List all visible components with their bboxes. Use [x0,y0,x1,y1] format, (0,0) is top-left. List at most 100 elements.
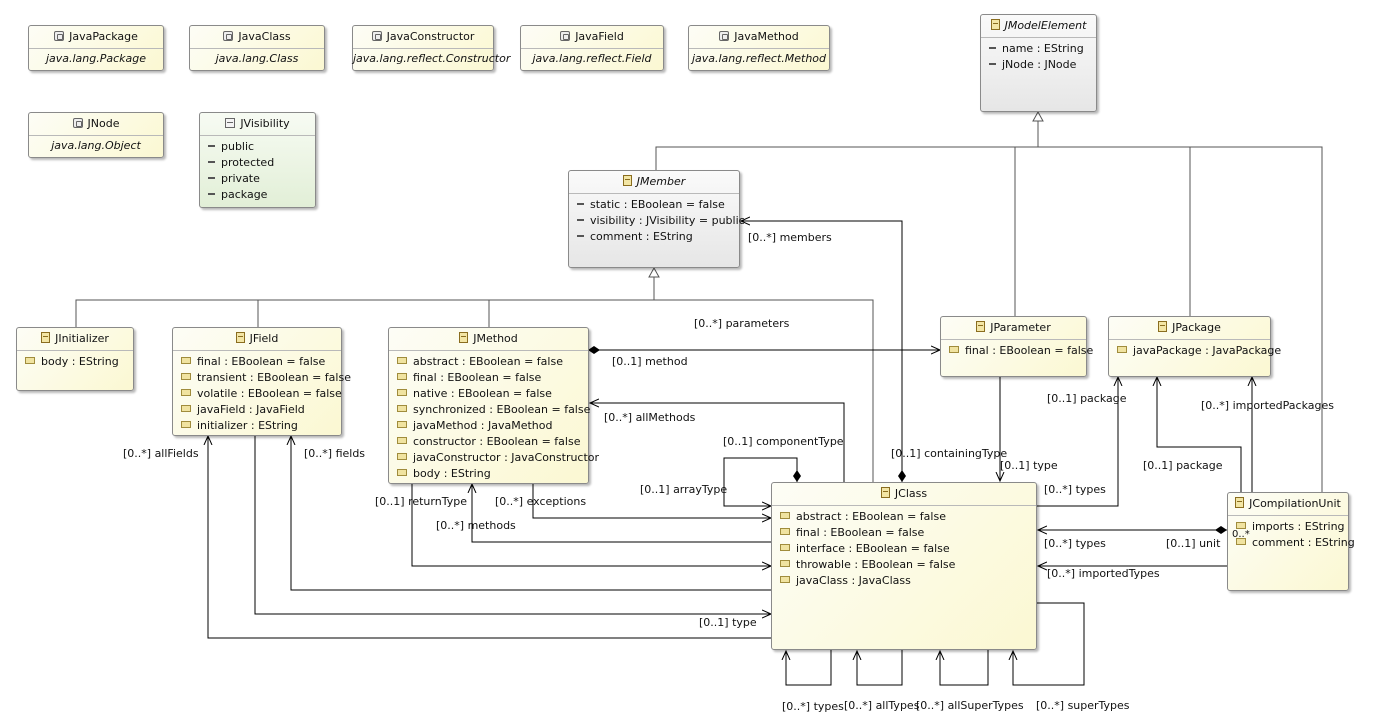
class-jinitializer[interactable]: JInitializer body : EString [16,327,134,391]
class-jpackage[interactable]: JPackage javaPackage : JavaPackage [1108,316,1281,377]
label-param-type: [0..1] type [1000,459,1058,472]
class-attribute: synchronized : EBoolean = false [397,402,590,418]
assoc-members [741,221,902,482]
class-jmember[interactable]: JMember static : EBoolean = false visibi… [568,170,745,268]
datatype-instance: java.lang.reflect.Method [691,52,827,65]
assoc-allfields [208,436,771,639]
class-name: JMember [636,175,686,188]
class-attribute: native : EBoolean = false [397,386,588,402]
class-attribute: initializer : EString [181,418,341,434]
assoc-field-type [254,436,771,614]
class-jcompilationunit[interactable]: JCompilationUnit imports : EString comme… [1227,492,1355,591]
class-name: JMethod [473,332,518,345]
inherit-arrow-jmember [648,266,660,278]
assoc-package-types [1037,377,1118,507]
class-jclass[interactable]: JClass abstract : EBoolean = false final… [771,482,1037,650]
datatype-icon [371,31,382,41]
class-name: JParameter [990,321,1051,334]
datatype-jnode[interactable]: JNode java.lang.Object [28,112,164,158]
enum-literal: public [208,139,315,155]
class-attribute: final : EBoolean = false [949,343,1093,359]
datatype-instance: java.lang.Class [215,52,299,65]
class-attribute: final : EBoolean = false [181,354,341,370]
enum-literal: package [208,187,315,203]
label-cu-package: [0..1] package [1143,459,1223,472]
label-types-self: [0..*] types [782,700,844,713]
class-attribute: static : EBoolean = false [577,197,739,213]
label-cu-types: [0..*] types [1044,537,1106,550]
datatype-javafield[interactable]: JavaField java.lang.reflect.Field [520,25,664,71]
class-name: JPackage [1172,321,1221,334]
abstract-class-icon [990,19,1000,30]
class-attribute: imports : EString [1236,519,1348,535]
enum-literal: private [208,171,315,187]
enum-literal: protected [208,155,315,171]
class-icon [1158,321,1168,332]
datatype-name: JNode [87,117,120,130]
class-jfield[interactable]: JField final : EBoolean = false transien… [172,327,351,436]
datatype-javamethod[interactable]: JavaMethod java.lang.reflect.Method [688,25,830,71]
class-attribute: javaField : JavaField [181,402,341,418]
label-arraytype: [0..1] arrayType [640,483,728,496]
assoc-exceptions [532,484,771,518]
enum-jvisibility[interactable]: JVisibility public protected private pac… [199,112,316,208]
label-allfields: [0..*] allFields [123,447,199,460]
class-icon [880,487,890,498]
datatype-instance: java.lang.Object [51,139,141,152]
class-jmodelelement[interactable]: JModelElement name : EString jNode : JNo… [980,14,1097,112]
label-containingtype: [0..1] containingType [891,447,1008,460]
class-attribute: final : EBoolean = false [397,370,588,386]
datatype-javapackage[interactable]: JavaPackage java.lang.Package [28,25,164,71]
label-field-type: [0..1] type [699,616,757,629]
class-jmethod[interactable]: JMethod abstract : EBoolean = false fina… [388,327,599,484]
enum-icon [225,118,236,128]
class-attribute: body : EString [397,466,588,482]
class-attribute: throwable : EBoolean = false [780,557,1036,573]
label-imported-types: [0..*] importedTypes [1047,567,1160,580]
class-icon [976,321,986,332]
class-name: JField [249,332,279,345]
class-attribute: comment : EString [1236,535,1355,551]
label-alltypes-self: [0..*] allTypes [844,699,920,712]
class-attribute: jNode : JNode [989,57,1096,73]
datatype-icon [560,31,571,41]
class-attribute: constructor : EBoolean = false [397,434,588,450]
assoc-fields [291,436,771,591]
label-supertypes-self: [0..*] superTypes [1036,699,1130,712]
inherit-arrow-jmodelelement [1032,110,1044,122]
class-attribute: volatile : EBoolean = false [181,386,342,402]
class-icon [41,332,51,343]
class-attribute: abstract : EBoolean = false [780,509,1036,525]
label-method: [0..1] method [612,355,688,368]
label-allsupertypes-self: [0..*] allSuperTypes [916,699,1024,712]
class-attribute: body : EString [25,354,133,370]
class-attribute: abstract : EBoolean = false [397,354,588,370]
label-cu-imports-mult: 0..* [1232,529,1250,540]
class-attribute: javaConstructor : JavaConstructor [397,450,599,466]
label-methods: [0..*] methods [436,519,516,532]
class-jparameter[interactable]: JParameter final : EBoolean = false [940,316,1093,377]
class-icon [1235,497,1245,508]
datatype-instance: java.lang.Package [45,52,147,65]
inherit-line-jmember-to-jmodelelement [655,146,1323,492]
datatype-instance: java.lang.reflect.Constructor [353,52,511,65]
class-name: JCompilationUnit [1249,497,1341,510]
class-attribute: visibility : JVisibility = public [577,213,745,229]
datatype-name: JavaPackage [69,30,138,43]
assoc-alltypes-self [857,650,903,686]
datatype-icon [719,31,730,41]
label-members: [0..*] members [748,231,832,244]
class-attribute: name : EString [989,41,1096,57]
label-imported-packages: [0..*] importedPackages [1201,399,1334,412]
label-package-types: [0..*] types [1044,483,1106,496]
datatype-javaconstructor[interactable]: JavaConstructor java.lang.reflect.Constr… [352,25,511,71]
datatype-javaclass[interactable]: JavaClass java.lang.Class [189,25,325,71]
assoc-componenttype [723,457,797,506]
label-exceptions: [0..*] exceptions [495,495,587,508]
class-attribute: javaMethod : JavaMethod [397,418,588,434]
datatype-name: JavaConstructor [386,30,475,43]
class-name: JClass [894,487,928,500]
datatype-icon [72,118,83,128]
class-icon [459,332,469,343]
